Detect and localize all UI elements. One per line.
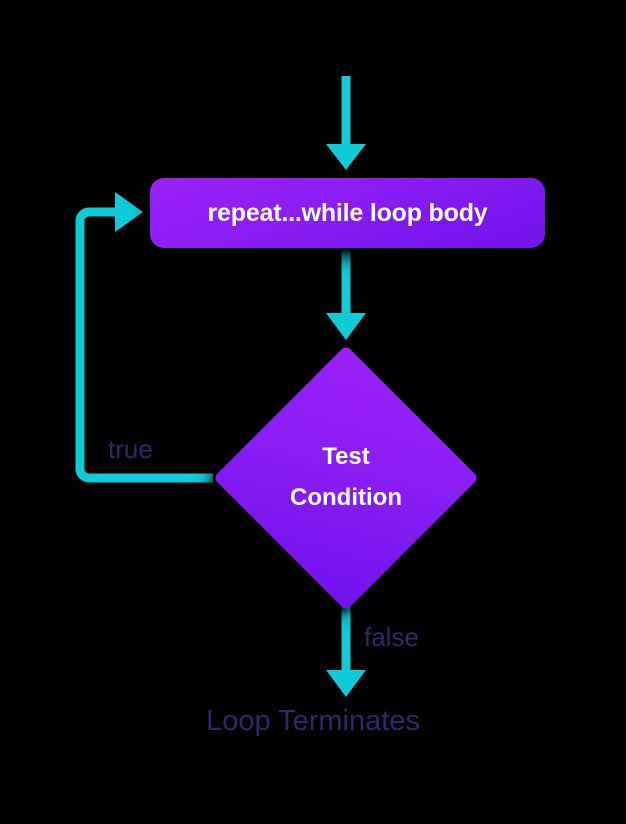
process-to-decision-arrow xyxy=(326,248,366,340)
process-node-loop-body[interactable]: repeat...while loop body xyxy=(150,178,545,248)
terminal-node-label: Loop Terminates xyxy=(206,705,420,737)
edge-label-true: true xyxy=(108,434,153,464)
entry-arrow xyxy=(326,76,366,170)
false-branch-arrow xyxy=(326,605,366,697)
edge-label-false: false xyxy=(364,622,419,652)
decision-node-shape xyxy=(213,345,479,611)
decision-node-test-condition[interactable]: Test Condition xyxy=(213,345,479,611)
true-branch-arrow xyxy=(75,192,213,483)
process-node-label: repeat...while loop body xyxy=(207,198,488,227)
